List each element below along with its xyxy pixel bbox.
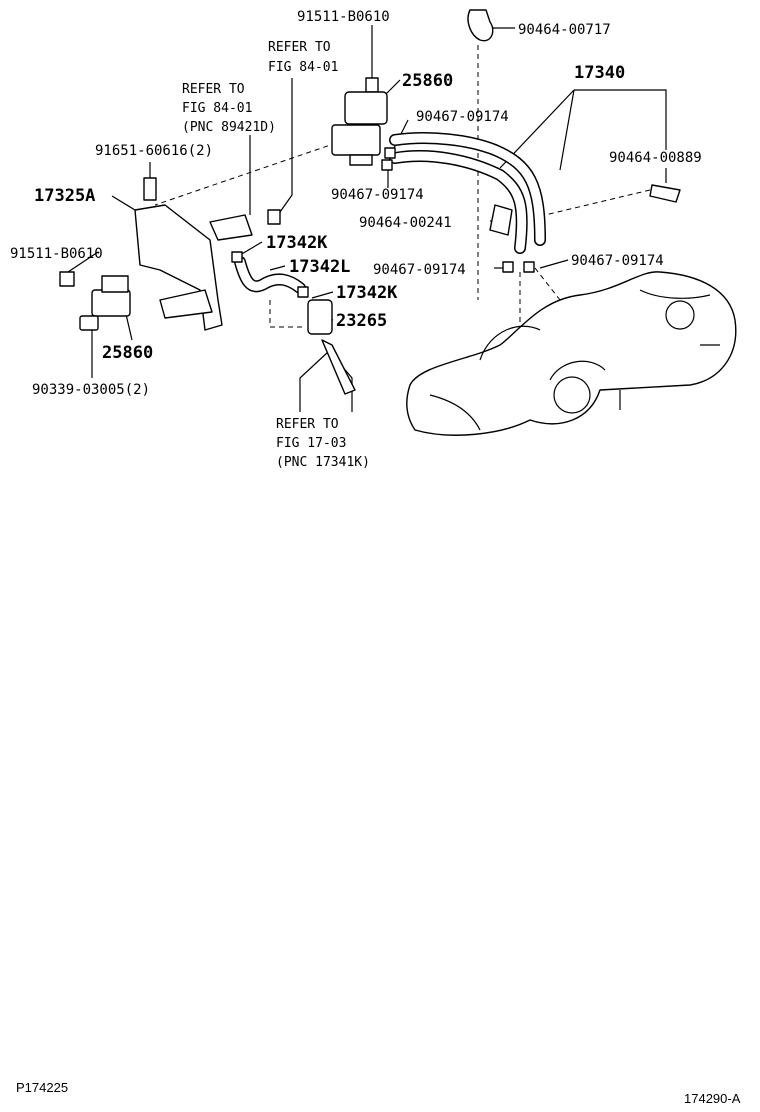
- label-17342L: 17342L: [289, 257, 350, 277]
- label-91511-top: 91511-B0610: [297, 9, 390, 25]
- label-90467-d: 90467-09174: [571, 253, 664, 269]
- label-90467-a: 90467-09174: [416, 109, 509, 125]
- part-labels: 91511-B0610 90464-00717 REFER TO FIG 84-…: [10, 9, 702, 470]
- part-drawings: [59, 9, 737, 436]
- engine-icon: [406, 271, 737, 436]
- label-90339: 90339-03005(2): [32, 382, 150, 398]
- label-refer3-line2: FIG 17-03: [276, 436, 346, 451]
- label-17325A: 17325A: [34, 186, 95, 206]
- label-90464-00717: 90464-00717: [518, 22, 611, 38]
- label-23265: 23265: [336, 311, 387, 331]
- label-refer1-line1: REFER TO: [268, 40, 331, 55]
- label-refer2-line3: (PNC 89421D): [182, 120, 276, 135]
- label-25860-top: 25860: [402, 71, 453, 91]
- vsv-top-icon: [331, 91, 388, 166]
- label-refer2-line2: FIG 84-01: [182, 101, 252, 116]
- label-91511-left: 91511-B0610: [10, 246, 103, 262]
- label-17342K-a: 17342K: [266, 233, 328, 253]
- bracket-icon: [134, 204, 223, 331]
- clamp-icon: [467, 9, 494, 42]
- footer-code-left: P174225: [16, 1080, 68, 1095]
- vsv-bottom-icon: [91, 275, 131, 317]
- label-90467-b: 90467-09174: [331, 187, 424, 203]
- label-refer3-line1: REFER TO: [276, 417, 339, 432]
- label-91651: 91651-60616(2): [95, 143, 213, 159]
- label-refer2-line1: REFER TO: [182, 82, 245, 97]
- label-90464-00241: 90464-00241: [359, 215, 452, 231]
- label-25860-bottom: 25860: [102, 343, 153, 363]
- label-refer1-line2: FIG 84-01: [268, 60, 338, 75]
- label-90464-00889: 90464-00889: [609, 150, 702, 166]
- label-refer3-line3: (PNC 17341K): [276, 455, 370, 470]
- label-90467-c: 90467-09174: [373, 262, 466, 278]
- label-17342K-b: 17342K: [336, 283, 398, 303]
- label-17340: 17340: [574, 63, 625, 83]
- footer-code-right: 174290-A: [684, 1091, 741, 1106]
